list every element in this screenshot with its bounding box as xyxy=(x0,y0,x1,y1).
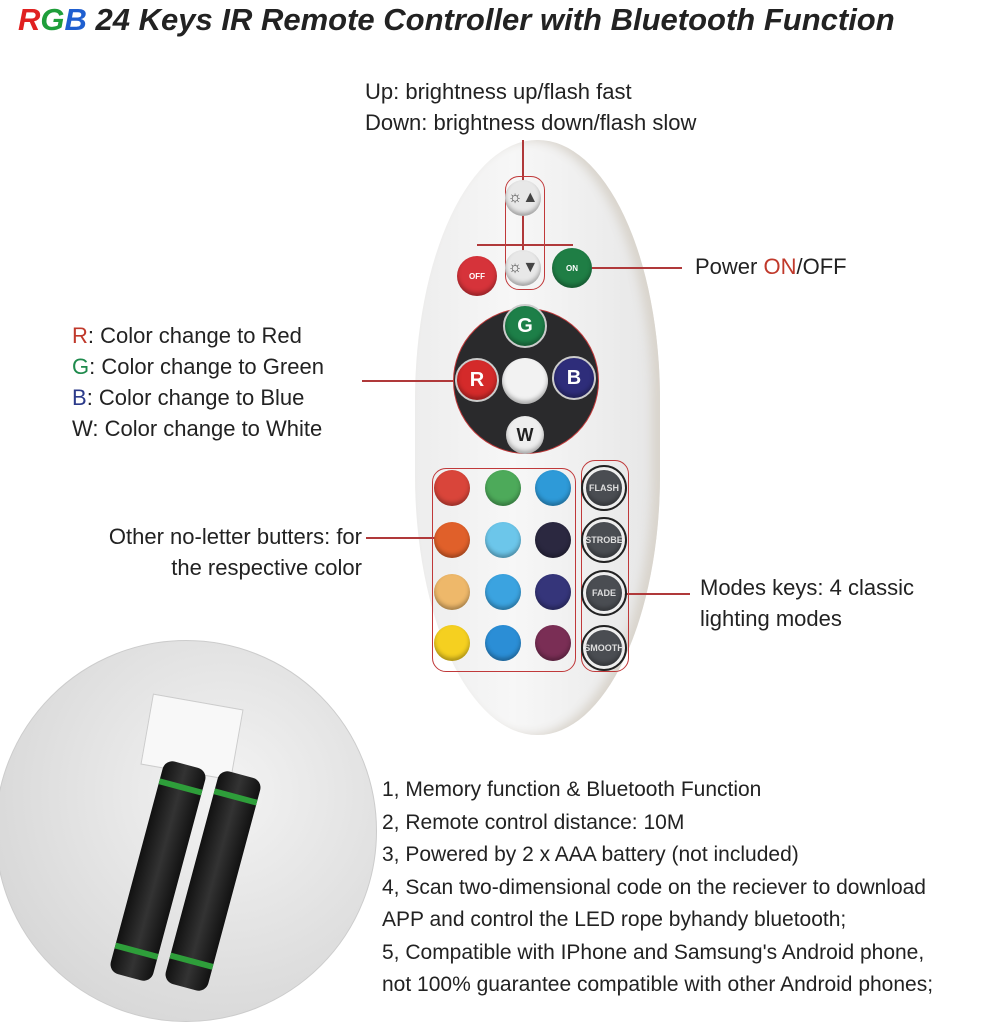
power-on-button[interactable]: ON xyxy=(552,248,592,288)
color-button[interactable] xyxy=(535,470,571,506)
other-line1: Other no-letter butters: for xyxy=(108,524,362,549)
other-buttons-label: Other no-letter butters: for the respect… xyxy=(109,521,362,583)
white-button[interactable]: W xyxy=(506,416,544,454)
title-b: B xyxy=(64,2,87,37)
brightness-up-button[interactable]: ☼▲ xyxy=(505,180,541,216)
brightness-label: Up: brightness up/flash fast Down: brigh… xyxy=(365,76,696,138)
color-button[interactable] xyxy=(434,625,470,661)
callout-line xyxy=(477,244,573,246)
color-button[interactable] xyxy=(535,522,571,558)
brightness-up-text: Up: brightness up/flash fast xyxy=(365,79,632,104)
color-button[interactable] xyxy=(485,574,521,610)
callout-line xyxy=(592,267,682,269)
feature-item: 3, Powered by 2 x AAA battery (not inclu… xyxy=(382,843,799,866)
rgbw-letter: B xyxy=(72,385,87,410)
brightness-outline xyxy=(505,176,545,290)
brightness-down-button[interactable]: ☼▼ xyxy=(505,250,541,286)
center-white-button[interactable] xyxy=(502,358,548,404)
color-button[interactable] xyxy=(535,574,571,610)
color-button[interactable] xyxy=(434,522,470,558)
callout-line xyxy=(362,380,457,382)
b-label: B xyxy=(566,366,582,389)
color-button[interactable] xyxy=(485,625,521,661)
r-label: R xyxy=(469,368,485,391)
modes-line1: Modes keys: 4 classic xyxy=(700,575,914,600)
modes-label: Modes keys: 4 classic lighting modes xyxy=(700,572,914,634)
w-label: W xyxy=(516,424,534,445)
feature-item: APP and control the LED rope byhandy blu… xyxy=(382,908,847,931)
title-text: 24 Keys IR Remote Controller with Blueto… xyxy=(86,2,895,37)
mode-button-strobe[interactable]: STROBE xyxy=(581,517,627,563)
on-label: ON xyxy=(566,263,578,273)
title-g: G xyxy=(40,2,65,37)
page-title: RGB 24 Keys IR Remote Controller with Bl… xyxy=(18,2,895,38)
power-suffix: /OFF xyxy=(796,254,847,279)
feature-item: not 100% guarantee compatible with other… xyxy=(382,973,934,996)
callout-line xyxy=(620,593,690,595)
color-group-outline xyxy=(432,468,576,672)
rgbw-letter: R xyxy=(72,323,88,348)
battery-compartment-image xyxy=(0,640,377,1022)
callout-line xyxy=(366,537,438,539)
mode-label: SMOOTH xyxy=(584,643,624,653)
power-off-button[interactable]: OFF xyxy=(457,256,497,296)
rgbw-item: B: Color change to Blue xyxy=(72,382,324,413)
rgbw-text: : Color change to Red xyxy=(87,323,302,348)
rgbw-text: : Color change to White xyxy=(92,416,323,441)
title-r: R xyxy=(18,2,41,37)
brightness-down-text: Down: brightness down/flash slow xyxy=(365,110,697,135)
rgbw-item: W: Color change to White xyxy=(72,413,324,444)
feature-list: 1, Memory function & Bluetooth Function 2… xyxy=(382,774,933,1002)
mode-button-smooth[interactable]: SMOOTH xyxy=(581,625,627,671)
rgbw-letter: G xyxy=(72,354,90,379)
modes-line2: lighting modes xyxy=(700,606,842,631)
rgbw-letter: W xyxy=(72,416,93,441)
mode-button-flash[interactable]: FLASH xyxy=(581,465,627,511)
mode-label: FLASH xyxy=(589,483,619,493)
power-on-text: ON xyxy=(763,254,797,279)
feature-item: 1, Memory function & Bluetooth Function xyxy=(382,778,762,801)
g-label: G xyxy=(517,314,533,337)
color-button[interactable] xyxy=(535,625,571,661)
rgbw-text: : Color change to Green xyxy=(89,354,324,379)
rgbw-item: R: Color change to Red xyxy=(72,320,324,351)
feature-item: 5, Compatible with IPhone and Samsung's … xyxy=(382,940,925,964)
color-button[interactable] xyxy=(485,470,521,506)
mode-button-fade[interactable]: FADE xyxy=(581,570,627,616)
feature-item: 4, Scan two-dimensional code on the reci… xyxy=(382,875,926,899)
off-label: OFF xyxy=(469,271,485,281)
rgbw-item: G: Color change to Green xyxy=(72,351,324,382)
mode-group-outline xyxy=(581,460,629,672)
rgbw-text: : Color change to Blue xyxy=(86,385,305,410)
mode-label: FADE xyxy=(591,588,616,598)
green-button[interactable]: G xyxy=(503,304,547,348)
color-button[interactable] xyxy=(434,470,470,506)
color-button[interactable] xyxy=(485,522,521,558)
red-button[interactable]: R xyxy=(455,358,499,402)
power-prefix: Power xyxy=(695,254,764,279)
blue-button[interactable]: B xyxy=(552,356,596,400)
feature-item: 2, Remote control distance: 10M xyxy=(382,810,685,834)
power-label: Power ON/OFF xyxy=(695,251,847,282)
color-button[interactable] xyxy=(434,574,470,610)
mode-label: STROBE xyxy=(585,535,623,545)
other-line2: the respective color xyxy=(171,555,362,580)
